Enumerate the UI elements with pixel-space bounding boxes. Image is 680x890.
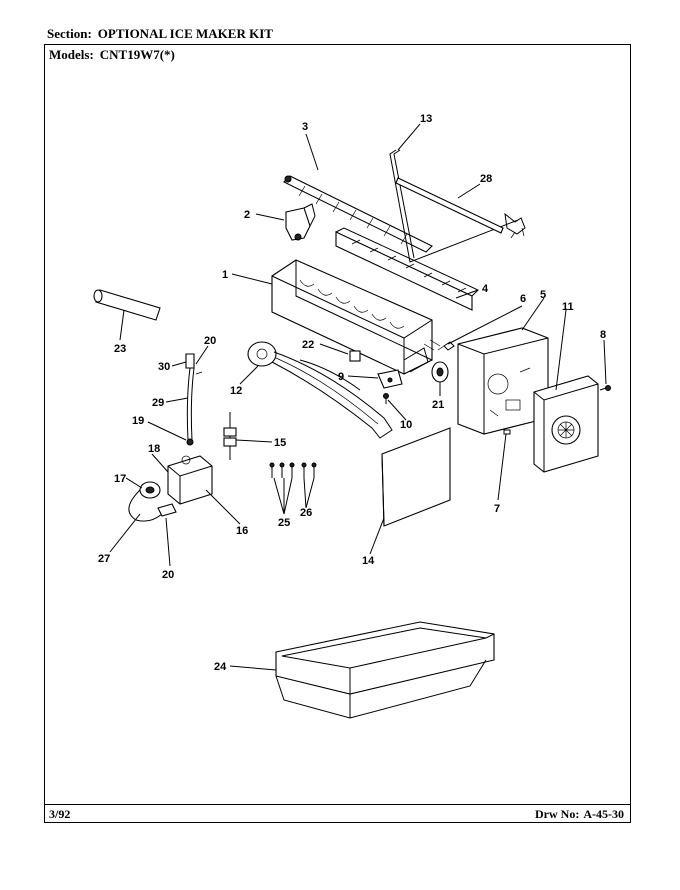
part-6-spring [437, 341, 455, 351]
callout-20-top: 20 [204, 335, 216, 347]
callout-13: 13 [420, 113, 432, 125]
footer-date: 3/92 [49, 807, 71, 821]
callout-6: 6 [520, 293, 526, 305]
part-2-bracket [285, 203, 316, 241]
callout-23: 23 [114, 343, 126, 355]
callout-20-bottom: 20 [162, 569, 174, 581]
callout-4: 4 [482, 283, 489, 295]
callout-11: 11 [562, 301, 574, 313]
callout-14: 14 [362, 555, 375, 567]
callout-19: 19 [132, 415, 144, 427]
callout-5: 5 [540, 289, 546, 301]
drawing-frame: Models: CNT19W7(*) 3/92 Drw No:A-45-30 [44, 44, 631, 823]
part-14-cover [381, 427, 451, 527]
part-13-bail-arm [389, 149, 519, 263]
part-24-ice-bucket [275, 621, 495, 719]
callout-9: 9 [338, 371, 344, 383]
part-16-water-valve [128, 455, 213, 522]
callout-27: 27 [98, 553, 110, 565]
callout-10: 10 [400, 419, 412, 431]
part-11-motor [533, 375, 599, 473]
part-4-cover [335, 227, 479, 311]
callout-26: 26 [300, 507, 312, 519]
callout-25: 25 [278, 517, 290, 529]
callout-2: 2 [244, 209, 250, 221]
part-25-26-screws [269, 462, 317, 478]
part-10-screw [383, 393, 389, 404]
part-8-screw [599, 385, 611, 391]
part-9-bracket [377, 369, 403, 389]
callout-29: 29 [152, 397, 164, 409]
callout-labels: 3 13 28 2 1 4 5 6 11 8 22 23 20 30 12 9 … [98, 113, 606, 673]
part-3-ejector [283, 175, 433, 253]
part-22-clip [349, 350, 361, 362]
callout-30: 30 [158, 361, 170, 373]
part-30-29-19-fill-tube [185, 353, 203, 446]
footer-divider [45, 804, 630, 805]
part-28-shaft [395, 177, 526, 239]
part-12-harness [247, 341, 393, 439]
callout-1: 1 [222, 269, 228, 281]
models-line: Models: CNT19W7(*) [49, 47, 175, 63]
part-1-ice-mold [271, 259, 441, 375]
section-title: Section: OPTIONAL ICE MAKER KIT [47, 26, 273, 42]
models-label: Models: [49, 47, 94, 62]
callout-21: 21 [432, 399, 444, 411]
section-value: OPTIONAL ICE MAKER KIT [97, 26, 273, 41]
callout-8: 8 [600, 329, 606, 341]
part-21-gear [431, 361, 449, 383]
leader-lines [109, 123, 607, 671]
part-7-screw [503, 429, 511, 435]
part-15-fitting [223, 412, 237, 460]
callout-17: 17 [114, 473, 126, 485]
callout-7: 7 [494, 503, 500, 515]
callout-22: 22 [302, 339, 314, 351]
callout-18: 18 [148, 443, 160, 455]
section-label: Section: [47, 26, 92, 41]
drawing-number: Drw No:A-45-30 [535, 807, 624, 822]
models-value: CNT19W7(*) [99, 47, 175, 62]
callout-12: 12 [230, 385, 242, 397]
part-23-tube [93, 289, 161, 321]
callout-3: 3 [302, 121, 308, 133]
callout-28: 28 [480, 173, 492, 185]
callout-15: 15 [274, 437, 286, 449]
drawing-number-label: Drw No: [535, 807, 580, 821]
drawing-number-value: A-45-30 [583, 807, 624, 821]
callout-16: 16 [236, 525, 248, 537]
callout-24: 24 [214, 661, 227, 673]
